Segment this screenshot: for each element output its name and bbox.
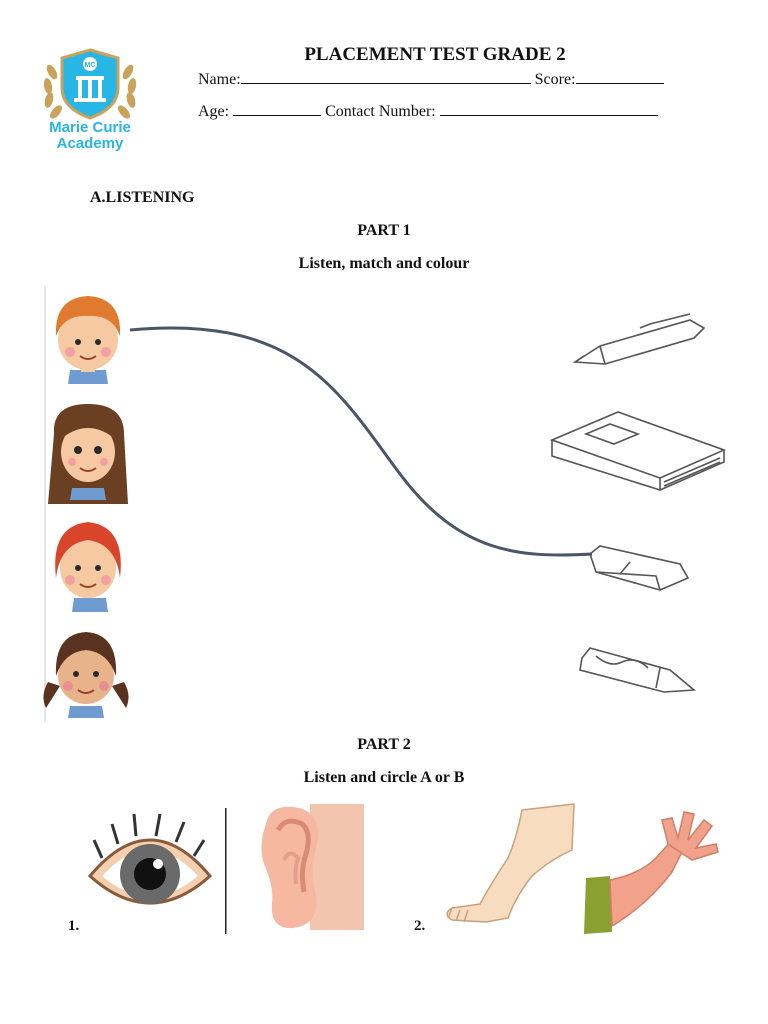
ear-icon[interactable]: [261, 804, 364, 930]
part2-heading: PART 2: [357, 736, 411, 753]
question-1-number: 1.: [68, 918, 80, 934]
score-field[interactable]: [575, 69, 664, 84]
academy-name: Marie Curie Academy: [30, 120, 150, 152]
laurel-left-icon: [43, 64, 62, 119]
book-icon: [549, 411, 727, 491]
question-2-number: 2.: [414, 918, 426, 934]
part2-instruction: Listen and circle A or B: [303, 769, 465, 786]
eye-icon[interactable]: [87, 813, 213, 905]
child-girl-pigtails-icon: [43, 632, 129, 718]
age-field[interactable]: [233, 101, 322, 116]
contact-label: Contact Number:: [325, 103, 436, 120]
part1-instruction: Listen, match and colour: [298, 255, 470, 272]
eraser-icon: [589, 545, 690, 591]
body-parts-options: [87, 803, 719, 934]
name-field[interactable]: [240, 69, 531, 84]
part1-heading: PART 1: [357, 222, 411, 239]
pen-icon: [572, 313, 706, 365]
academy-name-line1: Marie Curie: [49, 119, 131, 136]
contact-field[interactable]: [439, 101, 658, 116]
name-label: Name:: [198, 71, 241, 88]
score-label: Score:: [534, 71, 576, 88]
arm-icon[interactable]: [584, 811, 719, 934]
child-girl-brown-hair-icon: [48, 404, 128, 504]
age-contact-row: Age: Contact Number:: [198, 101, 658, 121]
child-girl-red-hair-icon: [55, 522, 121, 612]
leg-icon[interactable]: [446, 803, 575, 923]
svg-text:MC: MC: [85, 62, 96, 69]
academy-name-line2: Academy: [56, 135, 124, 152]
child-boy-icon: [55, 296, 121, 384]
academy-logo: MC: [43, 48, 137, 120]
name-score-row: Name: Score:: [198, 69, 664, 89]
section-heading: A.LISTENING: [90, 189, 195, 206]
example-match-line: [129, 326, 593, 557]
age-label: Age:: [198, 103, 230, 120]
page-title: PLACEMENT TEST GRADE 2: [304, 44, 566, 65]
laurel-right-icon: [118, 64, 137, 119]
match-exercise: [43, 286, 727, 722]
crayon-icon: [579, 647, 697, 693]
